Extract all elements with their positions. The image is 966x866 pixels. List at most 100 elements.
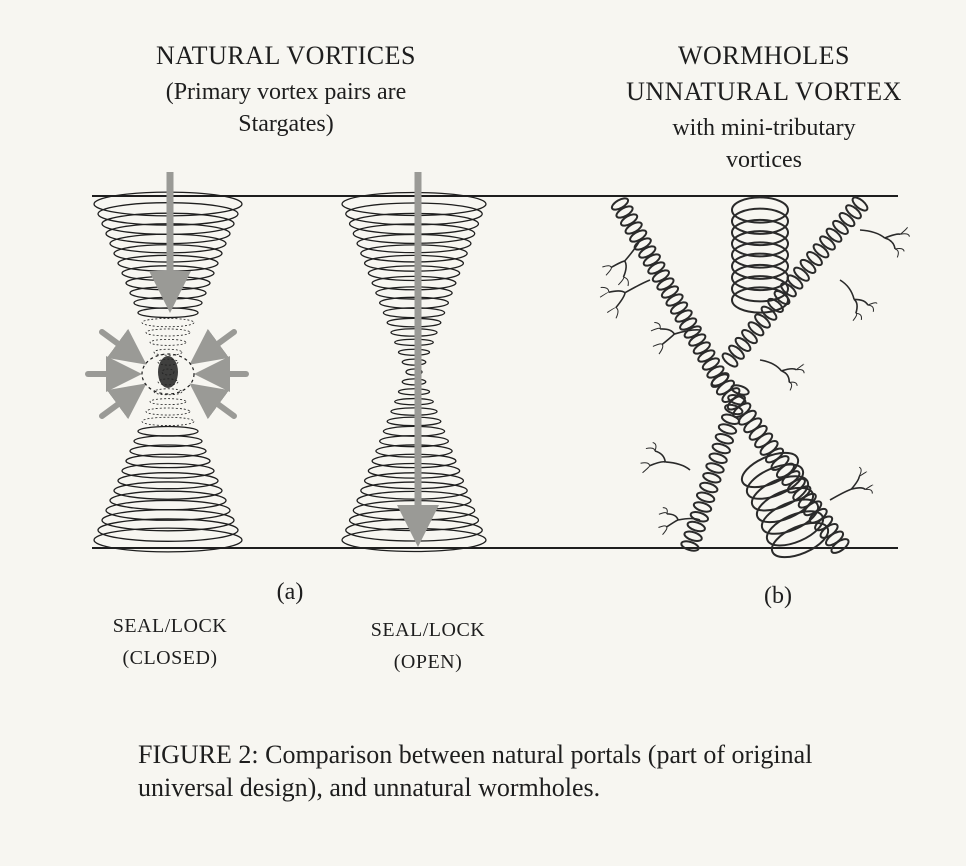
tributary-tendril bbox=[659, 513, 667, 515]
wormhole-coil bbox=[740, 328, 759, 346]
vortex-coil bbox=[391, 329, 437, 336]
vortex-coil bbox=[146, 329, 190, 336]
figure-caption: FIGURE 2: Comparison between natural por… bbox=[138, 738, 898, 805]
tributary-tendril bbox=[651, 328, 660, 331]
tributary-tendril bbox=[650, 462, 666, 466]
vortex-coil bbox=[138, 308, 198, 318]
wormhole-coil bbox=[732, 209, 788, 234]
tributary-tendril bbox=[865, 485, 872, 489]
vortex-coil bbox=[142, 417, 194, 425]
wormhole-coil bbox=[818, 234, 837, 252]
tributary-tendril bbox=[646, 448, 655, 451]
wormhole-coil bbox=[792, 265, 811, 283]
vortex-coil bbox=[395, 339, 434, 345]
tributary-tendril bbox=[854, 299, 857, 313]
vortex-coil bbox=[368, 464, 459, 479]
tributary-tendril bbox=[796, 364, 803, 369]
vortex-coil bbox=[387, 318, 441, 327]
tributary-tendril bbox=[618, 277, 623, 285]
tributary-tendril bbox=[662, 334, 674, 344]
tributary-tendril bbox=[667, 514, 678, 520]
tributary-tendril bbox=[643, 466, 650, 473]
seal-lock-core bbox=[158, 356, 178, 388]
tributary-tendril bbox=[607, 307, 616, 312]
tributary-tendril bbox=[616, 308, 618, 319]
tributary-tendril bbox=[796, 369, 804, 373]
tributary-tendril bbox=[616, 293, 625, 308]
tributary-tendril bbox=[830, 489, 851, 500]
vortex-coil bbox=[402, 359, 426, 365]
seal-lock-closed-state: (CLOSED) bbox=[60, 646, 280, 670]
wormhole-coil bbox=[831, 219, 850, 237]
vortex-coil bbox=[122, 463, 214, 478]
vortex-coil bbox=[383, 308, 444, 318]
open-vortex-pair bbox=[342, 192, 486, 551]
vortex-coil bbox=[398, 349, 429, 355]
vortex-coil bbox=[98, 519, 238, 541]
vortex-coil bbox=[361, 245, 467, 262]
vortex-coil bbox=[146, 408, 190, 415]
tributary-tendril bbox=[895, 249, 898, 257]
tributary-tendril bbox=[611, 261, 625, 267]
vortex-coil bbox=[361, 482, 467, 499]
tributary-tendril bbox=[851, 488, 865, 490]
vortex-coil bbox=[372, 276, 456, 289]
wormhole-coil bbox=[844, 203, 863, 221]
tributary-tendril bbox=[900, 234, 909, 237]
tributary-tendril bbox=[660, 329, 674, 334]
tributary-tendril bbox=[609, 291, 625, 293]
wormhole-coil bbox=[850, 195, 869, 213]
tributary-tendril bbox=[885, 234, 901, 238]
label-b: (b) bbox=[738, 582, 818, 611]
wormhole-coil bbox=[837, 211, 856, 229]
tributary-tendril bbox=[885, 238, 895, 249]
vortex-coil bbox=[142, 318, 194, 326]
tributary-tendril bbox=[900, 227, 907, 234]
tributary-tendril bbox=[865, 489, 872, 493]
tributary-tendril bbox=[853, 313, 857, 321]
tributary-tendril bbox=[663, 527, 667, 535]
tributary-tendril bbox=[623, 261, 626, 277]
seal-lock-open-label: SEAL/LOCK bbox=[318, 618, 538, 642]
tributary-tendril bbox=[641, 463, 650, 466]
wormhole-coil bbox=[798, 258, 817, 276]
vortex-coil bbox=[365, 473, 464, 489]
wormhole-coil bbox=[824, 226, 843, 244]
tributary-tendril bbox=[659, 345, 663, 355]
tributary-tendril bbox=[606, 267, 611, 275]
wormhole-coil bbox=[805, 250, 824, 268]
tributary-tendril bbox=[602, 266, 611, 268]
wormhole-coil bbox=[753, 312, 772, 330]
tributary-tendril bbox=[653, 344, 662, 347]
tributary-tendril bbox=[781, 369, 796, 371]
seal-lock-open-state: (OPEN) bbox=[318, 650, 538, 674]
vortex-coil bbox=[398, 389, 429, 395]
tributary-tendril bbox=[601, 287, 609, 292]
vortex-coil bbox=[391, 408, 437, 415]
wormhole-coil bbox=[746, 320, 765, 338]
wormhole-coil bbox=[732, 197, 788, 222]
wormhole-coil bbox=[732, 231, 788, 256]
tributary-tendril bbox=[781, 371, 789, 382]
wormhole-tangled-vortex bbox=[600, 195, 909, 564]
vortex-coil bbox=[138, 426, 198, 436]
tributary-tendril bbox=[665, 462, 690, 470]
vortex-coil bbox=[402, 379, 426, 385]
vortex-coil bbox=[383, 426, 444, 436]
tributary-tendril bbox=[760, 360, 781, 371]
tributary-tendril bbox=[600, 292, 609, 297]
wormhole-coil bbox=[732, 254, 788, 279]
label-a: (a) bbox=[250, 578, 330, 607]
wormhole-coil bbox=[732, 265, 788, 290]
vortex-coil bbox=[118, 473, 218, 489]
wormhole-coil bbox=[733, 336, 752, 354]
wormhole-coil bbox=[732, 220, 788, 245]
wormhole-coil bbox=[732, 242, 788, 267]
vortex-coil bbox=[150, 399, 186, 405]
tributary-tendril bbox=[658, 526, 666, 528]
tributary-tendril bbox=[840, 280, 854, 299]
wormhole-coil bbox=[811, 242, 830, 260]
vortex-coil bbox=[395, 399, 434, 405]
tributary-tendril bbox=[860, 230, 885, 238]
